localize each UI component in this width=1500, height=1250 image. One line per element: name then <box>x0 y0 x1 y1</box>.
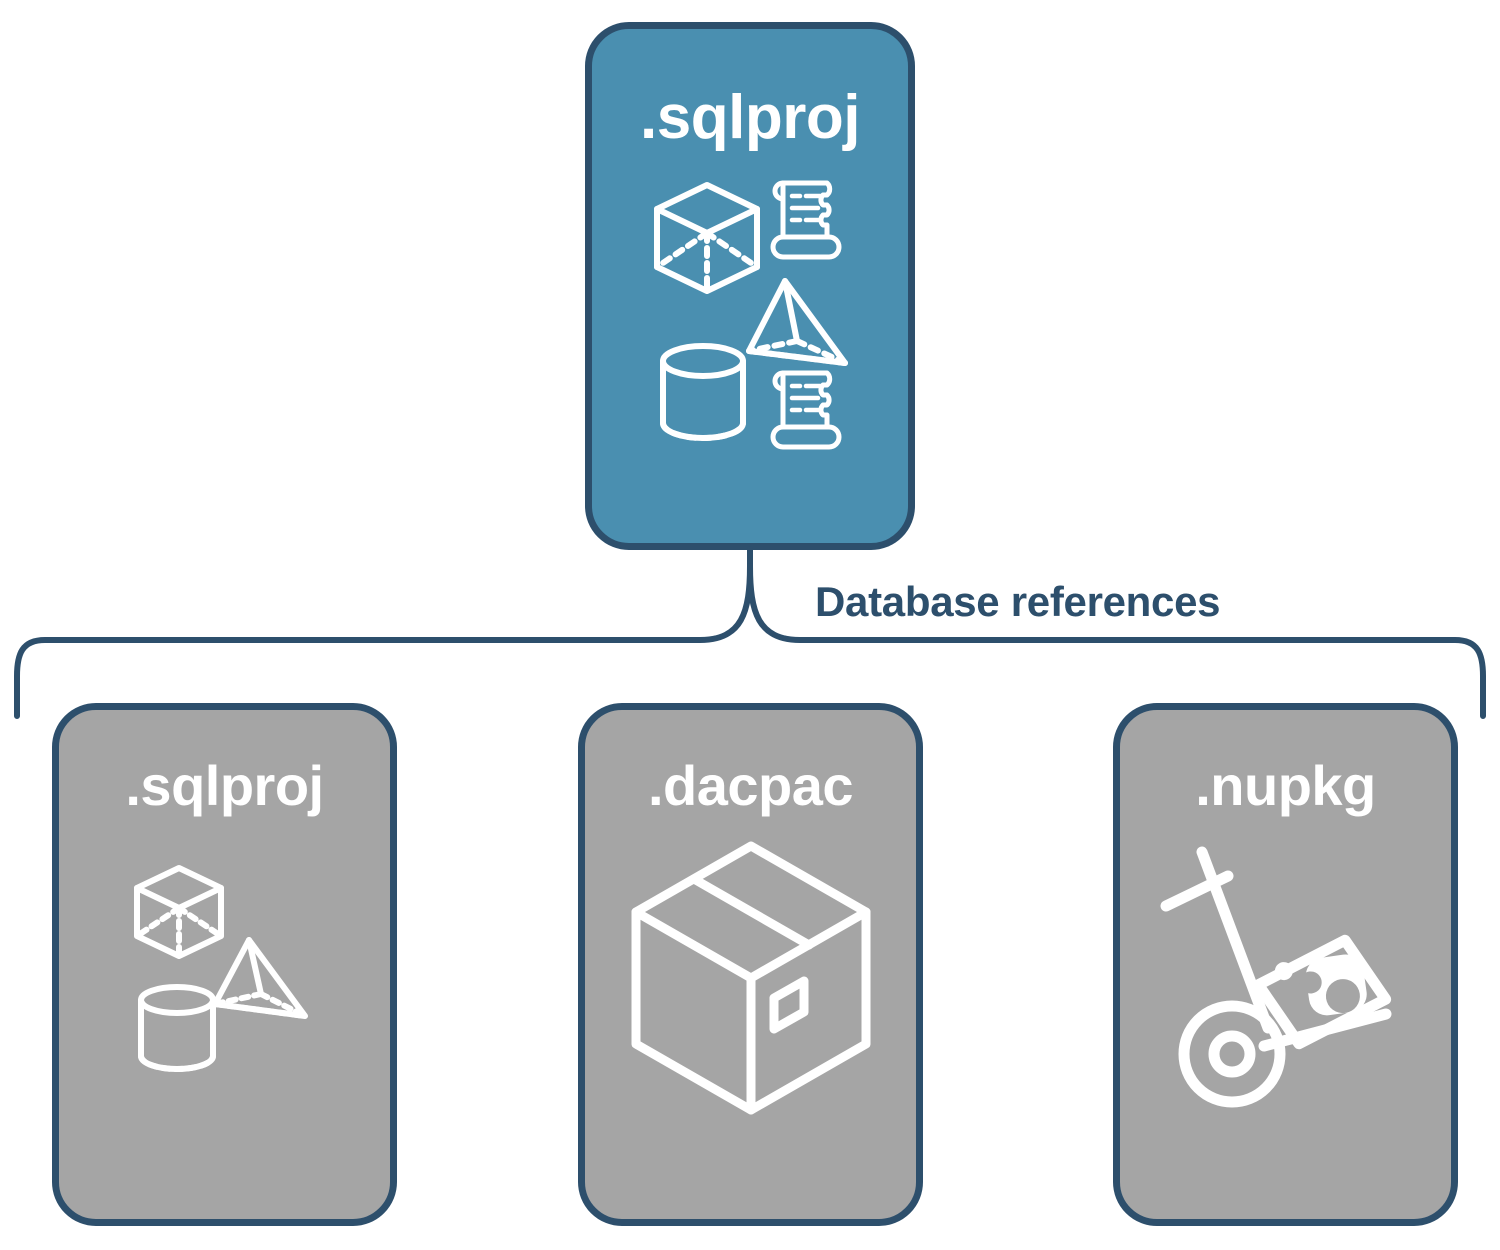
root-icon-group <box>645 171 855 456</box>
scroll-icon <box>770 370 842 450</box>
pyramid-icon <box>211 937 308 1019</box>
root-shapes-and-scrolls-illustration <box>654 180 848 450</box>
shapes-illustration <box>133 865 308 1072</box>
package-box-icon <box>631 841 870 1115</box>
leaf-icon-group-hand-truck <box>1156 840 1416 1125</box>
brace-left-arm <box>14 563 753 719</box>
scroll-icon <box>770 180 842 260</box>
node-title-dacpac-reference: .dacpac <box>647 754 854 817</box>
node-card-sqlproj-reference[interactable]: .sqlproj <box>52 703 397 1226</box>
node-card-sqlproj-root[interactable]: .sqlproj <box>585 22 915 550</box>
cube-icon <box>654 182 760 294</box>
node-card-dacpac-reference[interactable]: .dacpac <box>578 703 923 1226</box>
node-title-sqlproj-reference: .sqlproj <box>125 754 324 817</box>
leaf-icon-group-shapes <box>127 858 323 1079</box>
cylinder-icon <box>660 343 746 441</box>
node-title-nupkg-reference: .nupkg <box>1195 754 1376 817</box>
pyramid-icon <box>746 278 848 366</box>
nuget-package-icon <box>1252 934 1391 1050</box>
cylinder-icon <box>137 984 216 1072</box>
hand-truck-icon <box>1160 846 1391 1108</box>
node-card-nupkg-reference[interactable]: .nupkg <box>1113 703 1458 1226</box>
connector-label-database-references: Database references <box>815 578 1221 625</box>
cube-icon <box>133 865 224 959</box>
leaf-icon-group-package <box>626 838 876 1123</box>
node-title-sqlproj-root: .sqlproj <box>640 83 860 152</box>
